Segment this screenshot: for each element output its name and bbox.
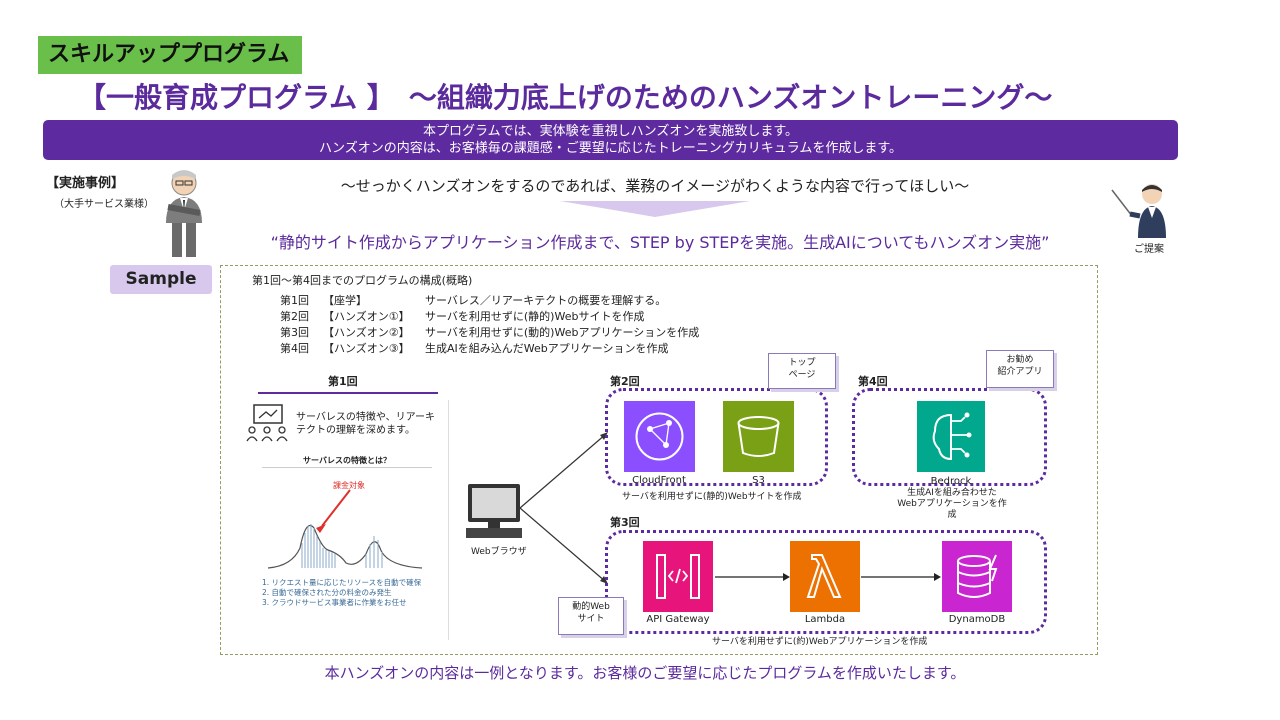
connection-arrows: [519, 432, 608, 584]
billing-annotation: 課金対象: [333, 481, 365, 490]
row-number: 第3回: [280, 326, 309, 339]
session1-underline: [258, 392, 438, 394]
lambda-label: Lambda: [804, 614, 846, 625]
note-line: 動的Web: [572, 602, 610, 612]
top-page-note: トップ ページ: [768, 353, 836, 389]
caption-line: 生成AIを組み合わせた: [907, 488, 997, 498]
row-type: 【ハンズオン②】: [323, 326, 410, 339]
cloudfront-label: CloudFront: [632, 475, 686, 486]
session2-caption: サーバを利用せずに(静的)Webサイトを作成: [622, 492, 802, 502]
divider: [262, 467, 432, 468]
bedrock-label: Bedrock: [930, 476, 972, 487]
row-type: 【ハンズオン①】: [323, 310, 410, 323]
program-tag: スキルアッププログラム: [38, 36, 302, 74]
usage-curve-chart: [267, 489, 423, 569]
footer-note: 本ハンズオンの内容は一例となります。お客様のご要望に応じたプログラムを作成いたし…: [324, 664, 966, 682]
sample-frame: [220, 265, 1098, 655]
dynamodb-icon: [942, 541, 1012, 612]
serverless-points: 1. リクエスト量に応じたリソースを自動で確保 2. 自動で確保された分の料金の…: [262, 578, 421, 608]
session1-desc-line: テクトの理解を深めます。: [296, 425, 415, 436]
presenter-icon: [1111, 184, 1166, 238]
computer-icon: [466, 484, 522, 538]
row-description: サーバを利用せずに(動的)Webアプリケーションを作成: [425, 326, 700, 339]
s3-label: S3: [752, 475, 765, 486]
sample-badge: Sample: [110, 265, 212, 294]
point-item: 2. 自動で確保された分の料金のみ発生: [262, 588, 392, 597]
row-number: 第1回: [280, 294, 309, 307]
session2-title: 第2回: [610, 375, 640, 388]
program-outline-title: 第1回～第4回までのプログラムの構成(概略): [252, 274, 473, 287]
row-type: 【座学】: [323, 294, 367, 307]
banner-line-1: 本プログラムでは、実体験を重視しハンズオンを実施致します。: [422, 124, 799, 139]
row-number: 第2回: [280, 310, 309, 323]
session4-title: 第4回: [858, 375, 888, 388]
session1-title: 第1回: [328, 375, 358, 388]
browser-label: Webブラウザ: [471, 547, 527, 557]
s3-bucket-icon: [723, 401, 794, 472]
client-person-icon: [166, 170, 202, 257]
row-description: 生成AIを組み込んだWebアプリケーションを作成: [425, 342, 669, 355]
session3-title: 第3回: [610, 516, 640, 529]
point-item: 1. リクエスト量に応じたリソースを自動で確保: [262, 578, 422, 587]
page-title: 【一般育成プログラム 】 ～組織力底上げのためのハンズオントレーニング～: [78, 81, 1053, 114]
intro-banner: 本プログラムでは、実体験を重視しハンズオンを実施致します。 ハンズオンの内容は、…: [43, 120, 1178, 160]
row-description: サーバを利用せずに(静的)Webサイトを作成: [425, 310, 645, 323]
session3-group: [605, 530, 1047, 634]
session4-group: [852, 388, 1047, 486]
flow-arrows: [715, 573, 941, 581]
lambda-icon: [790, 541, 860, 612]
api-gateway-label: API Gateway: [646, 614, 710, 625]
dynamodb-label: DynamoDB: [948, 614, 1006, 625]
classroom-icon: [246, 404, 288, 442]
banner-line-2: ハンズオンの内容は、お客様毎の課題感・ご要望に応じたトレーニングカリキュラムを作…: [318, 141, 903, 156]
note-line: ページ: [788, 370, 816, 380]
cloudfront-icon: [624, 401, 695, 472]
row-type: 【ハンズオン③】: [323, 342, 410, 355]
caption-line: Webアプリケーションを作成: [897, 499, 1007, 520]
proposal-summary: “静的サイト作成からアプリケーション作成まで、STEP by STEPを実施。生…: [270, 233, 1050, 252]
recommend-app-note: お勧め 紹介アプリ: [986, 350, 1054, 388]
session2-group: [605, 388, 828, 486]
note-line: お勧め: [1006, 355, 1034, 365]
note-line: サイト: [577, 614, 605, 624]
note-line: 紹介アプリ: [997, 367, 1043, 377]
point-item: 3. クラウドサービス事業者に作業をお任せ: [262, 598, 407, 607]
dynamic-site-note: 動的Web サイト: [558, 597, 624, 635]
row-number: 第4回: [280, 342, 309, 355]
serverless-chart-title: サーバレスの特徴とは？: [303, 456, 391, 465]
api-gateway-icon: [643, 541, 713, 612]
proposal-label: ご提案: [1134, 244, 1164, 255]
session4-caption: 生成AIを組み合わせた Webアプリケーションを作成: [893, 488, 1011, 521]
session3-caption: サーバを利用せずに(約)Webアプリケーションを作成: [712, 637, 928, 647]
bedrock-icon: [917, 401, 985, 472]
case-client: （大手サービス業様）: [54, 199, 154, 210]
arrow-down-icon: [560, 201, 750, 217]
note-line: トップ: [788, 358, 816, 368]
divider: [448, 400, 449, 640]
session1-desc: サーバレスの特徴や、リアーキ テクトの理解を深めます。: [296, 411, 435, 437]
case-label: 【実施事例】: [46, 176, 125, 191]
client-request: ～せっかくハンズオンをするのであれば、業務のイメージがわくような内容で行ってほし…: [340, 177, 970, 195]
session1-desc-line: サーバレスの特徴や、リアーキ: [296, 412, 435, 423]
row-description: サーバレス／リアーキテクトの概要を理解する。: [425, 294, 667, 307]
